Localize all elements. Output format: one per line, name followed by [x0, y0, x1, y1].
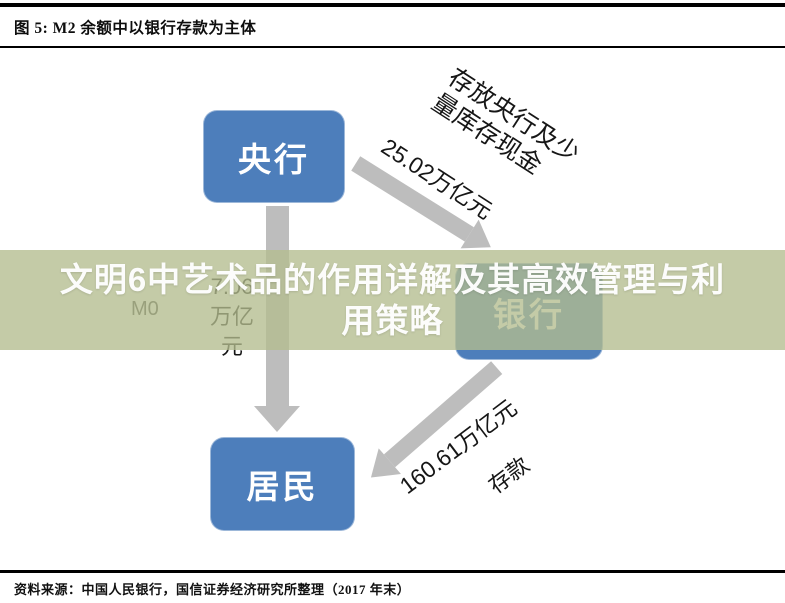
watermark-title: 文明6中艺术品的作用详解及其高效管理与利 用策略	[0, 250, 785, 350]
source-line: 资料来源：中国人民银行，国信证券经济研究所整理（2017 年末）	[14, 579, 410, 598]
label-deposit-note: 存款	[483, 451, 535, 499]
watermark-title-line1: 文明6中艺术品的作用详解及其高效管理与利	[59, 261, 726, 298]
title-divider-rule	[0, 46, 785, 48]
figure-title: 图 5: M2 余额中以银行存款为主体	[14, 20, 257, 37]
source-label: 资料来源：	[14, 582, 82, 597]
arrow-down-head	[254, 406, 300, 432]
footer-rule	[0, 570, 785, 573]
node-central-bank: 央行	[203, 110, 345, 203]
source-text: 中国人民银行，国信证券经济研究所整理（2017 年末）	[81, 582, 411, 597]
node-residents: 居民	[210, 437, 355, 531]
top-border-rule	[0, 3, 785, 7]
watermark-band	[0, 250, 785, 350]
watermark-title-line2: 用策略	[341, 302, 444, 339]
